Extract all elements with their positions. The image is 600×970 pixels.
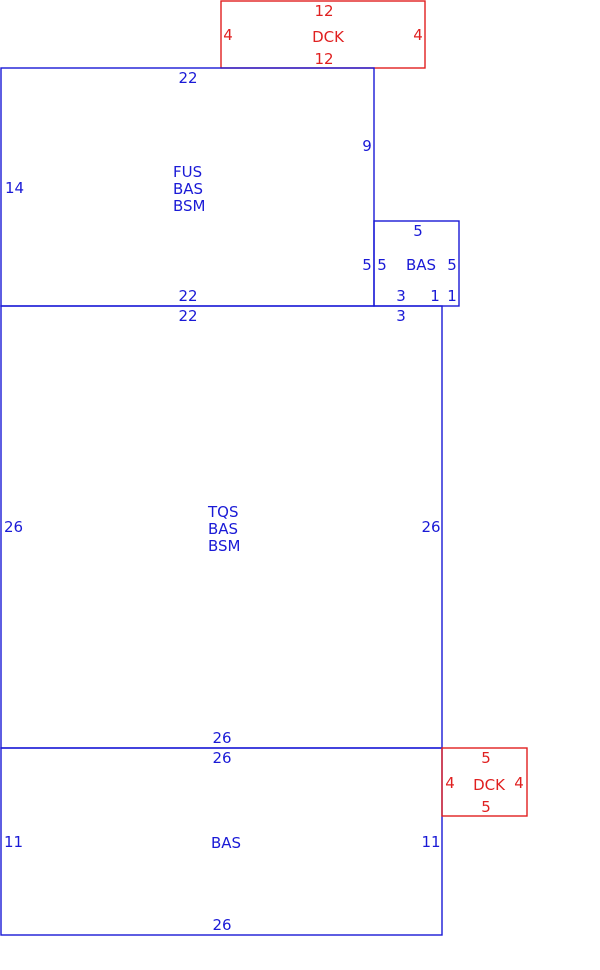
deck-top-top-dim: 12: [314, 2, 333, 20]
bas-small-bottom-dim-c: 1: [447, 287, 457, 305]
bas-bottom-top-dim: 26: [212, 749, 231, 767]
fus-bottom-dim: 22: [178, 287, 197, 305]
deck-top-left-dim: 4: [223, 26, 233, 44]
fus-code-1: FUS: [173, 163, 202, 181]
tqs-code-2: BAS: [208, 520, 238, 538]
bas-bottom-bottom-dim: 26: [212, 916, 231, 934]
deck-top-bottom-dim: 12: [314, 50, 333, 68]
tqs-code-1: TQS: [207, 503, 239, 521]
bas-bottom-left-dim: 11: [4, 833, 23, 851]
deck-right-top-dim: 5: [481, 749, 491, 767]
fus-code-2: BAS: [173, 180, 203, 198]
bas-small-bottom-dim-a: 3: [396, 287, 406, 305]
tqs-right-dim: 26: [421, 518, 440, 536]
deck-right-outline: [441, 747, 528, 817]
bas-small-label: BAS: [406, 256, 436, 274]
bas-small-left-outer-dim: 5: [362, 256, 372, 274]
bas-small-left-dim: 5: [377, 256, 387, 274]
deck-right-label: DCK: [473, 776, 506, 794]
bas-small-right-dim: 5: [447, 256, 457, 274]
bas-bottom-right-dim: 11: [421, 833, 440, 851]
deck-right-right-dim: 4: [514, 774, 524, 792]
bas-bottom-label: BAS: [211, 834, 241, 852]
deck-right-bottom-dim: 5: [481, 798, 491, 816]
fus-top-dim: 22: [178, 69, 197, 87]
fus-right-dim: 9: [362, 137, 372, 155]
fus-code-3: BSM: [173, 197, 206, 215]
tqs-top-dim: 22: [178, 307, 197, 325]
deck-top-label: DCK: [312, 28, 345, 46]
deck-right-left-dim: 4: [445, 774, 455, 792]
fus-left-dim: 14: [5, 179, 24, 197]
tqs-left-dim: 26: [4, 518, 23, 536]
bas-small-bottom-dim-b: 1: [430, 287, 440, 305]
tqs-bottom-dim: 26: [212, 729, 231, 747]
tqs-code-3: BSM: [208, 537, 241, 555]
bas-small-top-dim: 5: [413, 222, 423, 240]
tqs-top-right-dim: 3: [396, 307, 406, 325]
deck-top-right-dim: 4: [413, 26, 423, 44]
bas-bottom-outline: [0, 747, 443, 936]
